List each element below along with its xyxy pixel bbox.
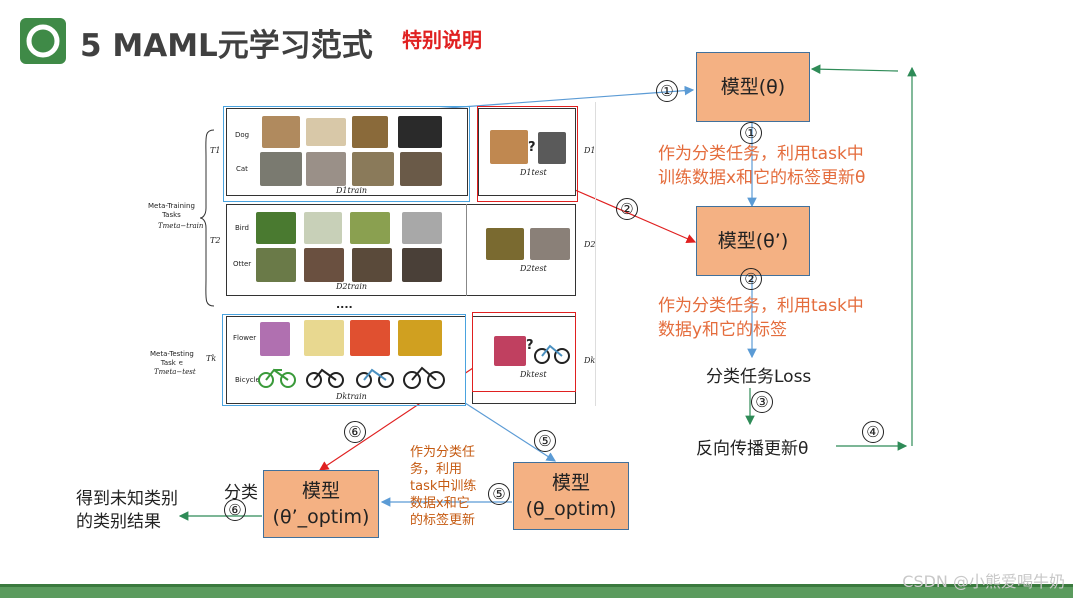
dk-label: Dk [584, 356, 596, 365]
step-1-marker: ① [656, 80, 678, 102]
step-4-marker: ④ [862, 421, 884, 443]
step-2-marker: ② [616, 198, 638, 220]
otter-image [304, 248, 344, 282]
meta-testing-sub: Tmeta−test [154, 368, 196, 376]
d1-train-highlight [223, 106, 470, 202]
dk-test-label: Dktest [520, 370, 547, 379]
task2-divider [466, 204, 467, 296]
otter-image [256, 248, 296, 282]
bracket [199, 129, 215, 307]
dk-train-label: Dktrain [336, 392, 367, 401]
d2-train-label: D2train [336, 282, 368, 291]
flower-image [304, 320, 344, 356]
label-cat: Cat [236, 165, 248, 173]
cat-image [400, 152, 442, 186]
step-2-marker-2: ② [740, 268, 762, 290]
model-theta-box: 模型(θ) [696, 52, 810, 122]
footer-bar [0, 584, 1073, 598]
figure-right-rule [595, 102, 596, 406]
d1-label: D1 [584, 146, 596, 155]
task-t1: T1 [210, 146, 221, 155]
label-dog: Dog [235, 131, 250, 139]
step-6-marker: ⑥ [344, 421, 366, 443]
dk-test-highlight [472, 312, 576, 392]
bird-image [350, 212, 390, 244]
bird-image [402, 212, 442, 244]
step-3-marker: ③ [751, 391, 773, 413]
step-5-marker: ⑤ [534, 430, 556, 452]
special-note: 特别说明 [402, 28, 482, 52]
dog-image [306, 118, 346, 146]
model-theta-optim-box: 模型(θ_optim) [513, 462, 629, 530]
model-theta-prime-box: 模型(θ’) [696, 206, 810, 276]
task-t2: T2 [210, 236, 221, 245]
label-bicycle: Bicycle [235, 376, 260, 384]
flower-image [398, 320, 442, 356]
test-flower-image [494, 336, 526, 366]
test-cat-image [538, 132, 566, 164]
result-label: 得到未知类别的类别结果 [76, 489, 178, 532]
meta-training-sub: Tmeta−train [158, 222, 204, 230]
d1-test-label: D1test [520, 168, 547, 177]
flower-image [350, 320, 390, 356]
note-step-2: 作为分类任务，利用task中数据y和它的标签 [658, 296, 864, 340]
footer-bar-accent [0, 584, 1073, 587]
test-bicycle-image [534, 344, 570, 364]
classify-loss-label: 分类任务Loss [706, 367, 812, 387]
note-step-1: 作为分类任务，利用task中训练数据x和它的标签更新θ [658, 144, 866, 188]
bird-image [256, 212, 296, 244]
cat-image [352, 152, 394, 186]
d1-train-label: D1train [336, 186, 368, 195]
bird-image [304, 212, 342, 244]
cat-image [260, 152, 302, 186]
dog-image [398, 116, 442, 148]
test-bird-image [486, 228, 524, 260]
logo-icon [20, 18, 66, 64]
cat-image [306, 152, 346, 186]
d1-test-highlight [477, 106, 578, 202]
ellipsis: .... [336, 298, 353, 311]
step-6-marker-2: ⑥ [224, 499, 246, 521]
test-dog-image [490, 130, 528, 164]
arrow-loop-left [810, 64, 899, 74]
watermark: CSDN @小熊爱喝牛奶 [902, 572, 1065, 591]
label-bird: Bird [235, 224, 249, 232]
d2-label: D2 [584, 240, 596, 249]
dog-image [352, 116, 388, 148]
bicycle-images [258, 366, 445, 389]
label-otter: Otter [233, 260, 252, 268]
label-flower: Flower [233, 334, 257, 342]
step-5-marker-2: ⑤ [488, 483, 510, 505]
dog-image [262, 116, 300, 148]
otter-image [402, 248, 442, 282]
flower-image [260, 322, 290, 356]
classify-label: 分类 [224, 483, 258, 503]
model-theta-prime-optim-box: 模型(θ’_optim) [263, 470, 379, 538]
d2-test-label: D2test [520, 264, 547, 273]
task-tk: Tk [206, 354, 217, 363]
test-otter-image [530, 228, 570, 260]
step-1-marker-2: ① [740, 122, 762, 144]
question-mark-k: ? [526, 338, 534, 353]
otter-image [352, 248, 392, 282]
dk-train-highlight [222, 314, 466, 406]
question-mark: ? [528, 140, 536, 155]
page-title: 5 MAML元学习范式 [80, 28, 373, 64]
backprop-update-label: 反向传播更新θ [696, 439, 809, 459]
